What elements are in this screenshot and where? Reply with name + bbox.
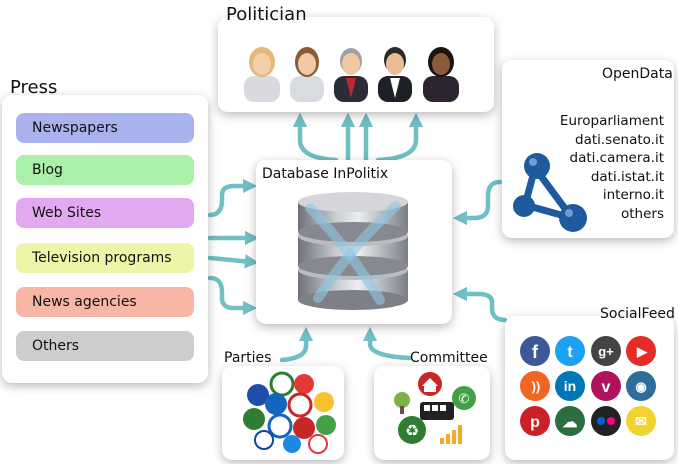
svg-text:t: t bbox=[567, 344, 573, 361]
socialfeed-title: SocialFeed bbox=[600, 306, 675, 322]
database-title: Database InPolitix bbox=[262, 166, 389, 182]
opendata-source: Europarliament bbox=[559, 113, 664, 129]
tree-icon bbox=[394, 392, 410, 414]
growth-chart-icon bbox=[440, 425, 462, 444]
parties-title: Parties bbox=[224, 350, 272, 366]
recycle-icon: ♻ bbox=[398, 416, 426, 444]
committee-title: Committee bbox=[410, 350, 488, 366]
politician-title: Politician bbox=[226, 4, 307, 25]
svg-text:☁: ☁ bbox=[563, 414, 578, 431]
opendata-title: OpenData bbox=[602, 66, 673, 82]
arrow-opendata-db bbox=[452, 179, 503, 226]
party-logo-cluster bbox=[243, 371, 336, 454]
opendata-source: dati.istat.it bbox=[590, 168, 664, 185]
github-icon[interactable] bbox=[626, 371, 656, 401]
twitter-icon[interactable] bbox=[555, 336, 585, 366]
google-plus-icon[interactable] bbox=[591, 336, 621, 366]
opendata-source: dati.senato.it bbox=[575, 131, 664, 148]
svg-text:v: v bbox=[602, 379, 611, 396]
phone-icon: ✆ bbox=[452, 386, 476, 410]
svg-text:✆: ✆ bbox=[459, 392, 470, 407]
arrow-committee-db bbox=[362, 326, 413, 361]
rss-icon[interactable] bbox=[520, 371, 550, 401]
youtube-icon[interactable] bbox=[626, 336, 656, 366]
press-item-blog[interactable]: Blog bbox=[16, 155, 194, 185]
press-item-web-sites[interactable]: Web Sites bbox=[16, 198, 194, 228]
svg-text:p: p bbox=[530, 414, 540, 431]
arrow-parties-db bbox=[279, 326, 314, 363]
svg-text:▶: ▶ bbox=[636, 344, 648, 359]
svg-text:in: in bbox=[564, 378, 576, 394]
opendata-source: dati.camera.it bbox=[569, 150, 665, 166]
politician-avatar-1 bbox=[244, 47, 280, 102]
arrow-press-db-4 bbox=[207, 275, 258, 316]
arrow-db-politician-4 bbox=[375, 112, 424, 163]
email-icon[interactable] bbox=[626, 406, 656, 436]
press-item-news-agencies[interactable]: News agencies bbox=[16, 287, 194, 317]
svg-text:)): )) bbox=[532, 379, 541, 394]
flickr-icon[interactable] bbox=[591, 406, 621, 436]
arrow-press-db-3 bbox=[207, 254, 260, 269]
svg-text:g+: g+ bbox=[598, 344, 614, 359]
arrow-press-db-1 bbox=[207, 178, 258, 218]
svg-text:f: f bbox=[532, 342, 539, 362]
opendata-source: others bbox=[621, 205, 664, 222]
press-item-others[interactable]: Others bbox=[16, 331, 194, 361]
politician-avatar-4 bbox=[378, 47, 412, 102]
press-item-newspapers[interactable]: Newspapers bbox=[16, 113, 194, 143]
opendata-sources: Europarliament dati.senato.it dati.camer… bbox=[560, 112, 664, 223]
politician-avatar-3 bbox=[334, 48, 368, 102]
press-item-television-programs[interactable]: Television programs bbox=[16, 243, 194, 273]
home-icon bbox=[418, 372, 442, 396]
soundcloud-icon[interactable] bbox=[555, 406, 585, 436]
svg-text:✉: ✉ bbox=[635, 413, 647, 429]
arrow-db-politician-1 bbox=[292, 112, 339, 163]
opendata-source: interno.it bbox=[602, 187, 664, 203]
vimeo-icon[interactable] bbox=[591, 371, 621, 401]
politician-avatar-2 bbox=[290, 47, 324, 102]
linkedin-icon[interactable] bbox=[555, 371, 585, 401]
bus-icon bbox=[420, 402, 454, 420]
arrow-social-db bbox=[452, 286, 508, 323]
press-title: Press bbox=[10, 77, 58, 98]
facebook-icon[interactable] bbox=[520, 336, 550, 366]
pinterest-icon[interactable] bbox=[520, 406, 550, 436]
svg-text:◉: ◉ bbox=[635, 379, 646, 394]
politician-avatar-5 bbox=[423, 47, 459, 102]
svg-text:♻: ♻ bbox=[405, 421, 419, 440]
